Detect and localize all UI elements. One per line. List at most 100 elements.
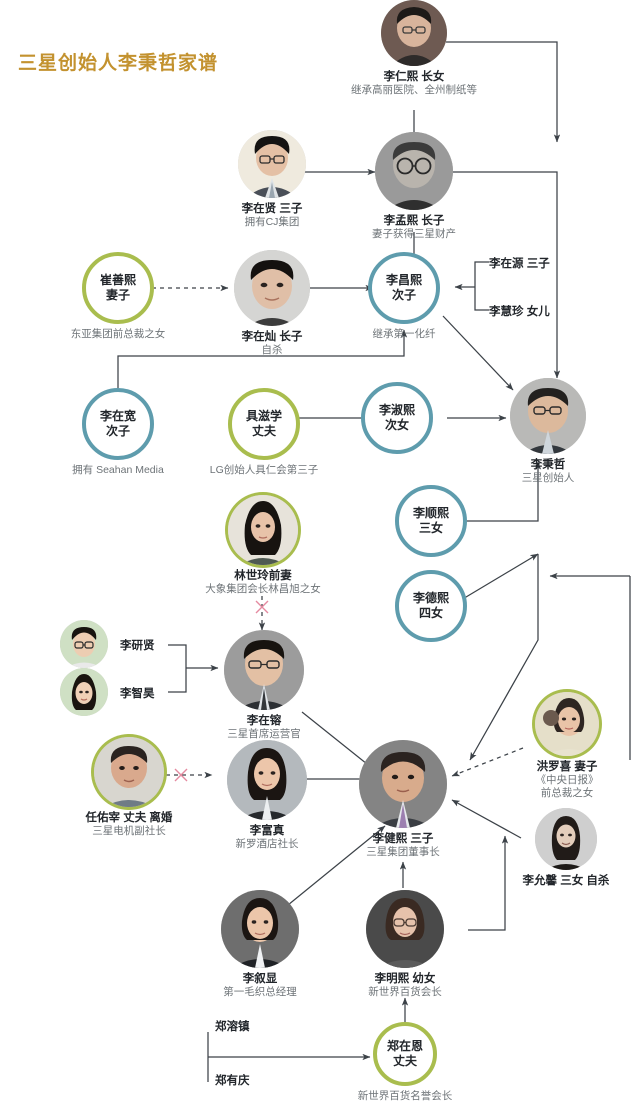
role-lin-shiling: 大象集团会长林昌旭之女 <box>205 583 321 596</box>
name-li-zaican: 李在灿 长子 <box>241 331 303 343</box>
circle-li-shunxi: 李顺熙 三女 <box>395 485 467 557</box>
name-zheng-rongzhen: 郑溶镇 <box>215 1021 250 1033</box>
photo-li-zaixian <box>238 130 306 198</box>
name-li-zhihao: 李智昊 <box>120 688 155 700</box>
photo-hong-luoxi <box>535 692 599 756</box>
circle-li-changxi: 李昌熙 次子 <box>368 252 440 324</box>
name-li-yunxin: 李允馨 三女 自杀 <box>522 875 610 887</box>
node-ju-zixue[interactable]: 具滋学 丈夫 LG创始人具仁会第三子 <box>189 388 339 477</box>
node-li-bingzhe[interactable]: 李秉哲 三星创始人 <box>493 378 603 485</box>
name-li-bingzhe: 李秉哲 <box>530 459 566 471</box>
role-li-zairong: 三星首席运营官 <box>227 728 301 741</box>
circle-li-shuxi: 李淑熙 次女 <box>361 382 433 454</box>
name-zheng-zaien-line2: 丈夫 <box>392 1054 417 1068</box>
node-li-yanxian[interactable] <box>60 620 108 668</box>
photo-li-zhihao <box>60 668 108 716</box>
node-li-xuxian[interactable]: 李叙显 第一毛织总经理 <box>205 890 315 999</box>
role-li-mengxi: 妻子获得三星财产 <box>372 228 456 241</box>
photo-ren-youzai <box>94 737 164 807</box>
role-li-changxi: 继承第一化纤 <box>372 328 436 340</box>
role-li-fuzhen: 新罗酒店社长 <box>235 838 299 851</box>
node-li-renxi[interactable]: 李仁熙 长女 继承高丽医院、全州制纸等 <box>348 0 480 97</box>
node-li-zaixian[interactable]: 李在贤 三子 拥有CJ集团 <box>207 130 337 229</box>
node-li-shuxi[interactable]: 李淑熙 次女 <box>339 382 455 454</box>
node-cui-shanxi[interactable]: 崔善熙 妻子 东亚集团前总裁之女 <box>48 252 188 341</box>
name-li-huizhen: 李慧珍 女儿 <box>489 306 550 318</box>
node-li-jianxi[interactable]: 李健熙 三子 三星集团董事长 <box>352 740 454 859</box>
role-li-renxi: 继承高丽医院、全州制纸等 <box>351 84 477 97</box>
photo-li-xuxian <box>221 890 299 968</box>
name-li-yanxian: 李研贤 <box>120 640 155 652</box>
node-li-changxi[interactable]: 李昌熙 次子 继承第一化纤 <box>346 252 462 341</box>
role-ju-zixue: LG创始人具仁会第三子 <box>209 464 319 476</box>
circle-zheng-zaien: 郑在恩 丈夫 <box>373 1022 437 1086</box>
photo-li-mengxi <box>375 132 453 210</box>
name-li-shunxi-line1: 李顺熙 <box>412 506 449 520</box>
name-ren-youzai: 任佑宰 丈夫 离婚 <box>85 812 173 824</box>
circle-li-dexi: 李德熙 四女 <box>395 570 467 642</box>
node-li-zaican[interactable]: 李在灿 长子 自杀 <box>207 250 337 357</box>
role-hong-luoxi: 《中央日报》 <box>535 774 599 787</box>
name-li-dexi-line1: 李德熙 <box>412 591 449 605</box>
name-ju-zixue-line1: 具滋学 <box>245 409 282 423</box>
name-li-zairong: 李在镕 <box>246 715 282 727</box>
node-li-fuzhen[interactable]: 李富真 新罗酒店社长 <box>212 740 322 851</box>
name-lin-shiling: 林世玲前妻 <box>234 570 292 582</box>
node-zheng-zaien[interactable]: 郑在恩 丈夫 新世界百货名誉会长 <box>345 1022 465 1103</box>
name-li-xuxian: 李叙显 <box>242 973 278 985</box>
name-li-zaiyuan: 李在源 三子 <box>489 258 550 270</box>
name-li-dexi-line2: 四女 <box>418 606 443 620</box>
role-li-bingzhe: 三星创始人 <box>521 472 575 485</box>
name-cui-shanxi-line1: 崔善熙 <box>99 273 136 287</box>
node-li-yunxin[interactable]: 李允馨 三女 自杀 <box>504 808 628 888</box>
node-li-dexi[interactable]: 李德熙 四女 <box>373 570 489 642</box>
circle-ju-zixue: 具滋学 丈夫 <box>228 388 300 460</box>
node-li-zhihao[interactable] <box>60 668 108 716</box>
name-hong-luoxi: 洪罗喜 妻子 <box>536 761 598 773</box>
name-li-zaixian: 李在贤 三子 <box>241 203 303 215</box>
photo-li-zairong <box>224 630 304 710</box>
name-li-changxi-line1: 李昌熙 <box>385 273 422 287</box>
name-li-zaikuan-line2: 次子 <box>105 424 130 438</box>
name-li-changxi-line2: 次子 <box>391 288 416 302</box>
node-li-zaikuan[interactable]: 李在宽 次子 拥有 Seahan Media <box>48 388 188 477</box>
name-li-renxi: 李仁熙 长女 <box>383 71 445 83</box>
node-lin-shiling[interactable]: 林世玲前妻 大象集团会长林昌旭之女 <box>188 495 338 596</box>
role-li-zaikuan: 拥有 Seahan Media <box>72 464 164 476</box>
name-ju-zixue-line2: 丈夫 <box>251 424 276 438</box>
role-li-xuxian: 第一毛织总经理 <box>223 986 297 999</box>
node-li-mingxi[interactable]: 李明熙 幼女 新世界百货会长 <box>350 890 460 999</box>
name-zheng-youqing: 郑有庆 <box>215 1075 250 1087</box>
photo-li-bingzhe <box>510 378 586 454</box>
role-li-zaixian: 拥有CJ集团 <box>244 216 300 229</box>
circle-li-zaikuan: 李在宽 次子 <box>82 388 154 460</box>
node-li-zairong[interactable]: 李在镕 三星首席运营官 <box>214 630 314 741</box>
name-li-shunxi-line2: 三女 <box>418 521 443 535</box>
node-hong-luoxi[interactable]: 洪罗喜 妻子 《中央日报》 前总裁之女 <box>512 692 622 800</box>
role-li-jianxi: 三星集团董事长 <box>366 846 440 859</box>
name-li-mingxi: 李明熙 幼女 <box>374 973 436 985</box>
photo-li-mingxi <box>366 890 444 968</box>
photo-li-yanxian <box>60 620 108 668</box>
photo-li-jianxi <box>359 740 447 828</box>
name-li-jianxi: 李健熙 三子 <box>372 833 434 845</box>
role-ren-youzai: 三星电机副社长 <box>92 825 166 838</box>
photo-li-fuzhen <box>227 740 307 820</box>
photo-li-renxi <box>381 0 447 66</box>
name-li-shuxi-line1: 李淑熙 <box>378 403 415 417</box>
page-title: 三星创始人李秉哲家谱 <box>18 53 219 74</box>
name-li-zaikuan-line1: 李在宽 <box>99 409 136 423</box>
role2-hong-luoxi: 前总裁之女 <box>540 786 594 799</box>
name-li-fuzhen: 李富真 <box>249 825 285 837</box>
name-li-mengxi: 李孟熙 长子 <box>383 215 445 227</box>
role-li-mingxi: 新世界百货会长 <box>368 986 442 999</box>
role-zheng-zaien: 新世界百货名誉会长 <box>357 1090 453 1102</box>
node-ren-youzai[interactable]: 任佑宰 丈夫 离婚 三星电机副社长 <box>64 737 194 838</box>
role-cui-shanxi: 东亚集团前总裁之女 <box>70 328 166 340</box>
name-zheng-zaien-line1: 郑在恩 <box>386 1039 423 1053</box>
role-li-zaican: 自杀 <box>261 344 283 357</box>
name-cui-shanxi-line2: 妻子 <box>105 288 130 302</box>
node-li-mengxi[interactable]: 李孟熙 长子 妻子获得三星财产 <box>349 132 479 241</box>
node-li-shunxi[interactable]: 李顺熙 三女 <box>373 485 489 557</box>
circle-cui-shanxi: 崔善熙 妻子 <box>82 252 154 324</box>
